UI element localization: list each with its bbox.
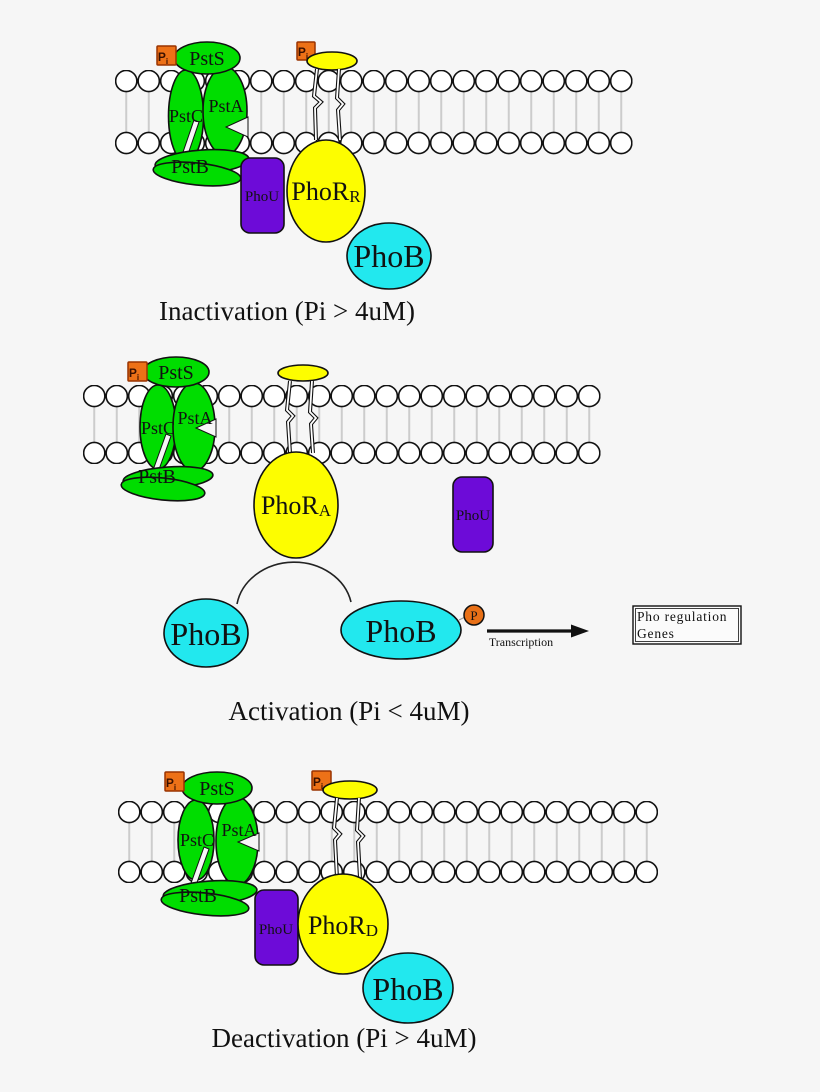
phoR-shape [253, 451, 339, 559]
pstA-notch [236, 832, 260, 852]
phoR-periplasmic-domain [306, 51, 358, 71]
genes-box-line2: Genes [637, 626, 675, 641]
phoR-tm-helices [311, 68, 346, 141]
panel-title: Activation (Pi < 4uM) [229, 696, 470, 726]
phoR-shape [286, 139, 366, 243]
panel-title: Inactivation (Pi > 4uM) [159, 296, 415, 326]
phoB-left-label: PhoB [170, 616, 241, 652]
phoR-tm-helices [284, 380, 319, 454]
panel-deactivation: Pi Pi PstS PstC PstA PstB PhoU PhoRD Pho… [118, 770, 658, 1053]
phoB-shape [346, 222, 432, 290]
phoR-label: PhoRR [291, 177, 361, 206]
pstB-label: PstB [138, 466, 176, 488]
pi-label: Pi [313, 775, 323, 791]
phosphotransfer-arc [236, 561, 352, 605]
phoU-label: PhoU [245, 189, 279, 205]
pstA-notch [194, 418, 217, 438]
pstA-notch [224, 116, 249, 138]
pstS-label: PstS [199, 778, 235, 800]
pstB-shape-lower [160, 891, 250, 917]
pi-ligand [127, 361, 148, 382]
phospho-group [463, 604, 485, 626]
phoR-periplasmic-domain [277, 364, 329, 382]
phoB-right-label: PhoB [365, 613, 436, 649]
pstA-label: PstA [177, 408, 212, 428]
phoU-shape [240, 157, 285, 234]
pstA-label: PstA [208, 96, 243, 116]
pstB-label: PstB [171, 156, 209, 178]
phoU-label: PhoU [456, 508, 490, 524]
genes-box-line1: Pho regulation [637, 609, 727, 624]
phoR-tm-helices [331, 797, 366, 879]
phoU-shape [452, 476, 494, 553]
pstC-label: PstC [180, 830, 214, 850]
phoB-right-shape [340, 600, 462, 660]
genes-box-inner-border [635, 608, 739, 642]
transcription-arrowhead [571, 624, 589, 638]
phospho-label: P [470, 608, 477, 623]
pi-label: Pi [298, 45, 308, 61]
panel-title: Deactivation (Pi > 4uM) [212, 1023, 477, 1053]
pstA-label: PstA [221, 820, 256, 840]
pstS-label: PstS [158, 362, 194, 384]
phoU-label: PhoU [259, 922, 293, 938]
phoB-label: PhoB [353, 238, 424, 274]
pstB-label: PstB [179, 885, 217, 907]
pi-ligand [164, 771, 185, 792]
pi-ligand [156, 45, 177, 66]
phoB-shape [362, 952, 454, 1024]
pstB-shape-lower [120, 476, 206, 502]
phoR-label: PhoRD [308, 911, 378, 940]
panel-inactivation: Pi Pi PstS PstC PstA PstB PhoU PhoRR Pho… [115, 41, 633, 326]
phoB-label: PhoB [372, 971, 443, 1007]
pstC-label: PstC [169, 106, 203, 126]
transcription-label: Transcription [489, 635, 553, 649]
pstC-label: PstC [141, 418, 175, 438]
panel-activation: Pi P Transcription Pho regulation Genes … [83, 356, 742, 726]
pi-label: Pi [166, 776, 176, 792]
phoR-periplasmic-domain [322, 780, 378, 800]
genes-box [632, 605, 742, 645]
phoB-left-shape [163, 598, 249, 668]
pstS-label: PstS [189, 48, 225, 70]
pi-label: Pi [158, 50, 168, 66]
pi-label: Pi [129, 366, 139, 382]
phoR-shape [297, 873, 389, 975]
phoR-label: PhoRA [261, 491, 332, 520]
